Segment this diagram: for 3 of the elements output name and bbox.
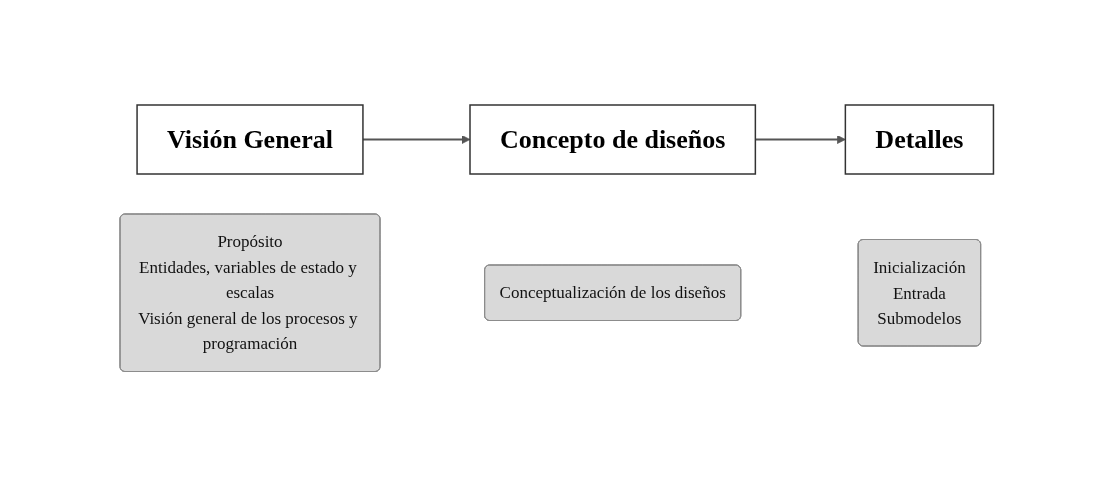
node-box: Detalles	[844, 104, 995, 175]
node-box: Visión General	[136, 104, 364, 175]
node-box: Concepto de diseños	[469, 104, 757, 175]
